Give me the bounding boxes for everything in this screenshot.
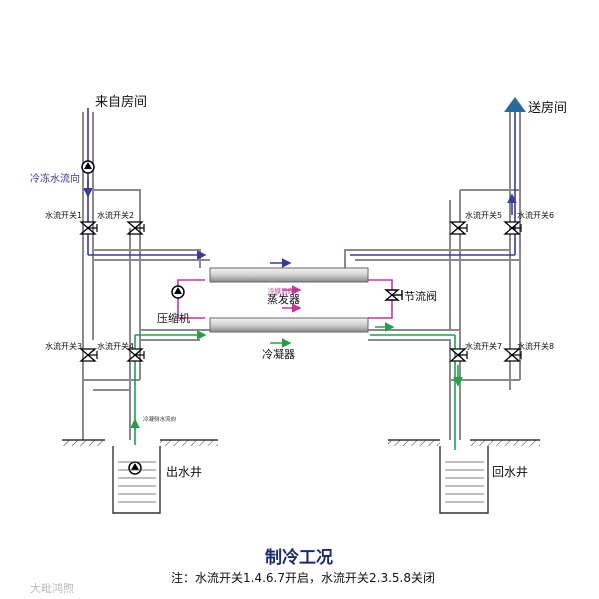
water-switch-label-4: 水流开关4 (97, 341, 134, 351)
compressor-label: 压缩机 (157, 311, 190, 325)
outlet-well-label: 出水井 (166, 465, 202, 479)
return-well (388, 439, 540, 514)
throttle-valve-label: 节流阀 (404, 289, 437, 303)
water-switch-valve-1 (79, 221, 98, 235)
water-switch-label-7: 水流开关7 (465, 341, 502, 351)
outlet-triangle-icon (504, 97, 526, 112)
from-room-label: 来自房间 (95, 94, 147, 110)
pump-icon (81, 160, 95, 174)
water-switch-valve-2 (126, 221, 145, 235)
outlet-well (62, 439, 218, 514)
throttle-valve-icon (384, 289, 403, 301)
chilled-water-flow-label: 冷冻水流向 (30, 172, 80, 185)
refrigerant-flow-label: 冷媒流向 (268, 286, 294, 295)
compressor-icon (171, 285, 185, 299)
water-switch-label-3: 水流开关3 (45, 341, 82, 351)
pipe-network (82, 112, 521, 440)
water-switch-valve-5 (449, 221, 468, 235)
evaporator-body (209, 267, 369, 283)
well-pump-icon (128, 461, 142, 475)
condenser-water-lines (130, 322, 463, 450)
condenser-water-flow-label: 冷凝侧水流向 (143, 415, 176, 423)
condenser-body (209, 317, 369, 333)
water-switch-label-2: 水流开关2 (97, 210, 134, 220)
water-switch-label-8: 水流开关8 (517, 341, 554, 351)
water-switch-valve-4 (126, 348, 145, 362)
return-well-label: 回水井 (492, 465, 528, 479)
note-text: 注：水流开关1.4.6.7开启，水流开关2.3.5.8关闭 (171, 570, 435, 585)
water-switch-label-6: 水流开关6 (517, 210, 554, 220)
water-switch-valve-8 (503, 348, 522, 362)
water-switch-valve-3 (79, 348, 98, 362)
page-title: 制冷工况 (265, 547, 333, 568)
evaporator-label: 蒸发器 (267, 292, 300, 306)
water-switch-valve-6 (503, 221, 522, 235)
water-switch-label-5: 水流开关5 (465, 210, 502, 220)
water-switch-label-1: 水流开关1 (45, 210, 82, 220)
to-room-label: 送房间 (528, 100, 567, 116)
water-switch-valve-7 (449, 348, 468, 362)
watermark: 大毗鸿煦 (30, 581, 74, 595)
condenser-label: 冷凝器 (262, 347, 295, 361)
